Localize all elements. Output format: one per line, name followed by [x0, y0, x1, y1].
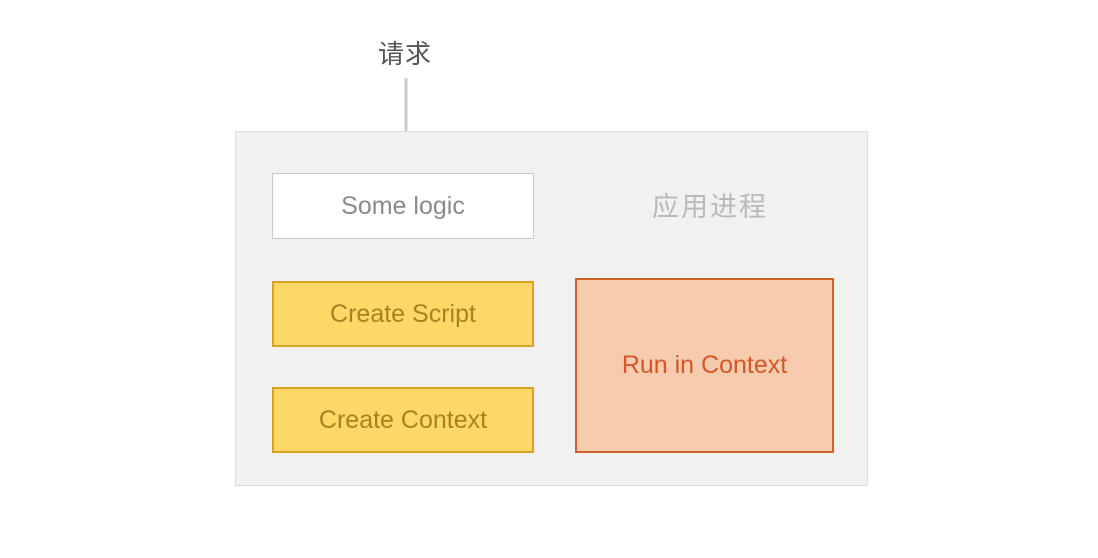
entry-label-request: 请求: [377, 39, 432, 69]
node-run-in-context-label: Run in Context: [621, 351, 788, 379]
node-some-logic[interactable]: Some logic: [272, 173, 534, 239]
node-create-script[interactable]: Create Script: [272, 281, 534, 347]
node-create-context[interactable]: Create Context: [272, 387, 534, 453]
application-process-label: 应用进程: [652, 192, 768, 222]
node-run-in-context[interactable]: Run in Context: [575, 278, 834, 453]
node-some-logic-label: Some logic: [341, 191, 465, 220]
node-create-script-label: Create Script: [330, 299, 476, 328]
node-create-context-label: Create Context: [318, 405, 488, 434]
